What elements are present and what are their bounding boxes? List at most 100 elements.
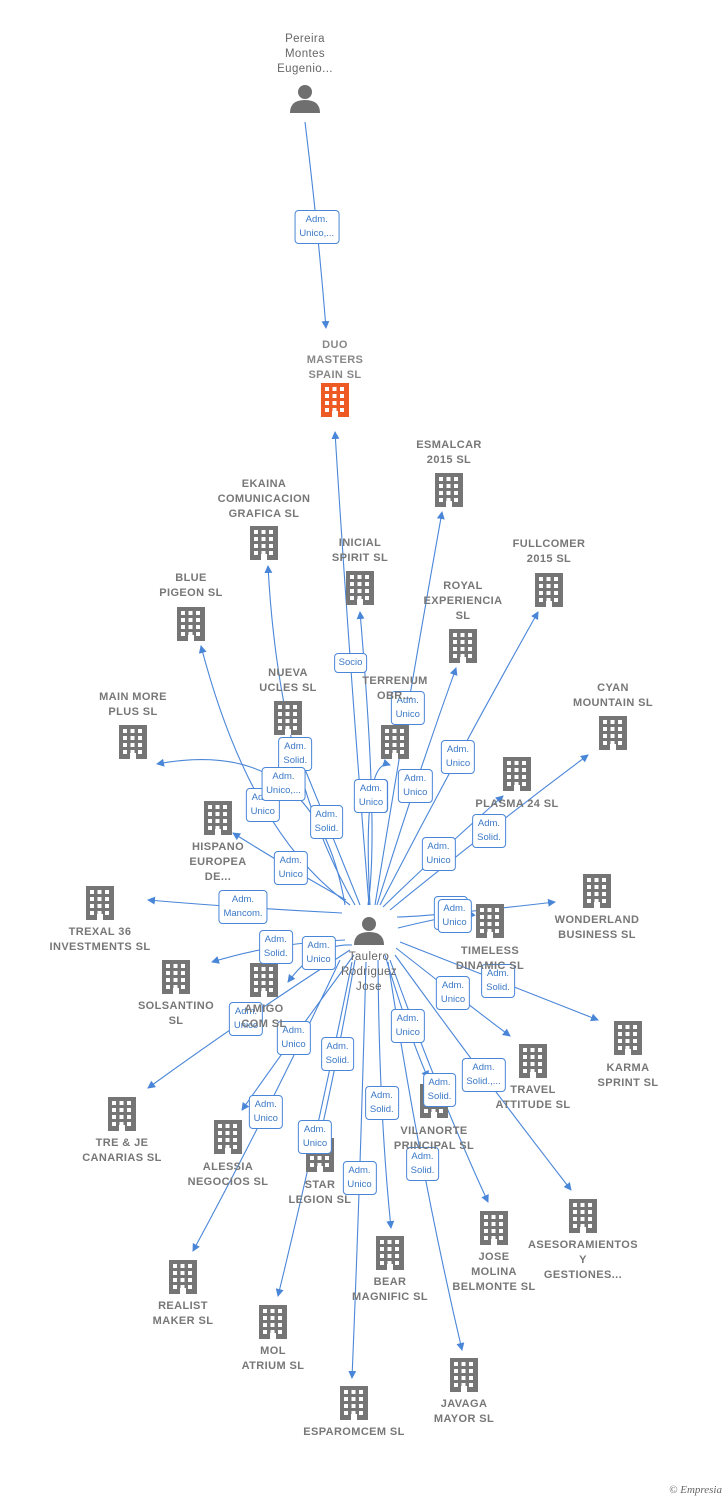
node-label: JAVAGA MAYOR SL (433, 1398, 495, 1425)
building-icon-cyan[interactable] (599, 716, 627, 750)
node-fullcomer[interactable]: FULLCOMER 2015 SL (487, 537, 611, 567)
edge-label-hispano[interactable]: Adm. Unico (273, 851, 308, 886)
edge-label-solsantino[interactable]: Adm. Solid. (258, 930, 293, 964)
building-icon-nueva[interactable] (274, 701, 302, 735)
building-icon-fullcomer[interactable] (535, 573, 563, 607)
building-icon-javaga[interactable] (450, 1358, 478, 1392)
edge-label-royal[interactable]: Adm. Unico (398, 768, 433, 803)
node-bear[interactable]: BEAR MAGNIFIC SL (328, 1275, 452, 1305)
node-esmalcar[interactable]: ESMALCAR 2015 SL (387, 438, 511, 468)
node-karma[interactable]: KARMA SPRINT SL (566, 1061, 690, 1091)
building-icon-plasma[interactable] (503, 757, 531, 791)
node-label: EKAINA COMUNICACION GRAFICA SL (217, 478, 311, 520)
node-label: SOLSANTINO SL (137, 1000, 215, 1027)
node-treje[interactable]: TRE & JE CANARIAS SL (60, 1136, 184, 1166)
edge-label-javaga[interactable]: Adm. Solid. (405, 1146, 440, 1181)
building-icon-trexal[interactable] (86, 886, 114, 920)
node-taulero[interactable]: Taulero Rodriguez Jose (307, 950, 431, 995)
building-icon-realist[interactable] (169, 1260, 197, 1294)
building-icon-terrenum[interactable] (381, 725, 409, 759)
building-icon-wonderland[interactable] (583, 874, 611, 908)
edge-label-duo[interactable]: Adm. Unico,... (294, 209, 340, 244)
edge-label-trexal[interactable]: Adm. Mancom. (218, 890, 268, 925)
building-icon-timeless[interactable] (476, 904, 504, 938)
node-star[interactable]: STAR LEGION SL (258, 1178, 382, 1208)
edge-label-jose[interactable]: Adm. Solid. (422, 1072, 457, 1107)
node-ekaina[interactable]: EKAINA COMUNICACION GRAFICA SL (202, 477, 326, 522)
node-mainmore[interactable]: MAIN MORE PLUS SL (71, 690, 195, 720)
node-hispano[interactable]: HISPANO EUROPEA DE... (156, 840, 280, 885)
building-icon-treje[interactable] (108, 1097, 136, 1131)
node-timeless[interactable]: TIMELESS DINAMIC SL (428, 944, 552, 974)
node-mol[interactable]: MOL ATRIUM SL (211, 1344, 335, 1374)
edge-label-duo[interactable]: Socio (333, 653, 368, 674)
edge-label-bear[interactable]: Adm. Solid. (364, 1085, 399, 1120)
edge-label-esparomcem[interactable]: Adm. Unico (342, 1161, 377, 1195)
edge-label-terrenum[interactable]: Adm. Unico (353, 778, 389, 813)
building-icon-karma[interactable] (614, 1021, 642, 1055)
edge-label-realist[interactable]: Adm. Unico (248, 1094, 283, 1129)
node-esparomcem[interactable]: ESPAROMCEM SL (292, 1425, 416, 1440)
node-label: WONDERLAND BUSINESS SL (554, 914, 640, 941)
person-icon-pereira[interactable] (290, 85, 320, 113)
edge-label-esmalcar[interactable]: Adm. Unico (390, 691, 425, 726)
node-javaga[interactable]: JAVAGA MAYOR SL (402, 1397, 526, 1427)
building-icon-mainmore[interactable] (119, 725, 147, 759)
building-icon-duo[interactable] (321, 383, 349, 417)
edge-label-karma[interactable]: Adm. Solid. (481, 963, 515, 998)
building-icon-travel[interactable] (519, 1044, 547, 1078)
person-icon-taulero[interactable] (354, 917, 384, 945)
node-label: FULLCOMER 2015 SL (512, 538, 586, 565)
node-travel[interactable]: TRAVEL ATTITUDE SL (471, 1083, 595, 1113)
node-inicial[interactable]: INICIAL SPIRIT SL (298, 536, 422, 566)
edge-label-star[interactable]: Adm. Solid. (320, 1037, 355, 1071)
edge-label-mol[interactable]: Adm. Unico (297, 1120, 333, 1154)
node-amigo[interactable]: AMIGO COM SL (202, 1002, 326, 1032)
building-icon-amigo[interactable] (250, 963, 278, 997)
node-solsantino[interactable]: SOLSANTINO SL (114, 999, 238, 1029)
node-pereira[interactable]: Pereira Montes Eugenio... (243, 32, 367, 77)
node-nueva[interactable]: NUEVA UCLES SL (226, 666, 350, 696)
node-asesoramientos[interactable]: ASESORAMIENTOS Y GESTIONES... (521, 1238, 645, 1283)
building-icon-solsantino[interactable] (162, 960, 190, 994)
edge-label-asesoramientos[interactable]: Adm. Solid.,... (461, 1058, 506, 1093)
credit-text[interactable]: © Empresia (669, 1484, 722, 1496)
node-royal[interactable]: ROYAL EXPERIENCIA SL (401, 579, 525, 624)
node-jose[interactable]: JOSE MOLINA BELMONTE SL (432, 1250, 556, 1295)
edge-label-ekaina[interactable]: Adm. Solid. (278, 737, 313, 772)
building-icon-royal[interactable] (449, 629, 477, 663)
edge-label-treje[interactable]: Adm. Unico (228, 1002, 264, 1036)
edge-label-alessia[interactable]: Adm. Unico (276, 1020, 311, 1055)
building-icon-jose[interactable] (480, 1211, 508, 1245)
building-icon-blue[interactable] (177, 607, 205, 641)
edge-label-nueva[interactable]: Adm. Solid. (309, 804, 344, 839)
edge-label-travel[interactable]: Adm. Unico (435, 975, 471, 1010)
node-duo[interactable]: DUO MASTERS SPAIN SL (273, 338, 397, 383)
building-icon-esparomcem[interactable] (340, 1386, 368, 1420)
building-icon-inicial[interactable] (346, 571, 374, 605)
node-wonderland[interactable]: WONDERLAND BUSINESS SL (535, 913, 659, 943)
node-vilanorte[interactable]: VILANORTE PRINCIPAL SL (372, 1124, 496, 1154)
building-icon-hispano[interactable] (204, 801, 232, 835)
building-icon-bear[interactable] (376, 1236, 404, 1270)
building-icon-ekaina[interactable] (250, 526, 278, 560)
building-icon-esmalcar[interactable] (435, 473, 463, 507)
node-plasma[interactable]: PLASMA 24 SL (455, 797, 579, 812)
node-label: BLUE PIGEON SL (159, 572, 223, 599)
edge-label-amigo[interactable]: Adm. Unico (301, 936, 336, 971)
edge-label-timeless[interactable]: Adm. Unico (437, 899, 472, 933)
node-trexal[interactable]: TREXAL 36 INVESTMENTS SL (38, 925, 162, 955)
edge-label-cyan[interactable]: Adm. Solid. (472, 813, 506, 848)
edge-label-plasma[interactable]: Adm. Unico (421, 837, 456, 872)
node-terrenum[interactable]: TERRENUM OBR... (333, 674, 457, 704)
building-icon-mol[interactable] (259, 1305, 287, 1339)
node-cyan[interactable]: CYAN MOUNTAIN SL (551, 681, 675, 711)
edge-label-mainmore[interactable]: Adm. Unico,... (261, 767, 306, 802)
edge-label-vilanorte[interactable]: Adm. Unico (390, 1008, 425, 1043)
node-alessia[interactable]: ALESSIA NEGOCIOS SL (166, 1160, 290, 1190)
building-icon-alessia[interactable] (214, 1120, 242, 1154)
node-blue[interactable]: BLUE PIGEON SL (129, 571, 253, 601)
edge-label-fullcomer[interactable]: Adm. Unico (440, 740, 476, 775)
node-realist[interactable]: REALIST MAKER SL (121, 1299, 245, 1329)
building-icon-asesoramientos[interactable] (569, 1199, 597, 1233)
